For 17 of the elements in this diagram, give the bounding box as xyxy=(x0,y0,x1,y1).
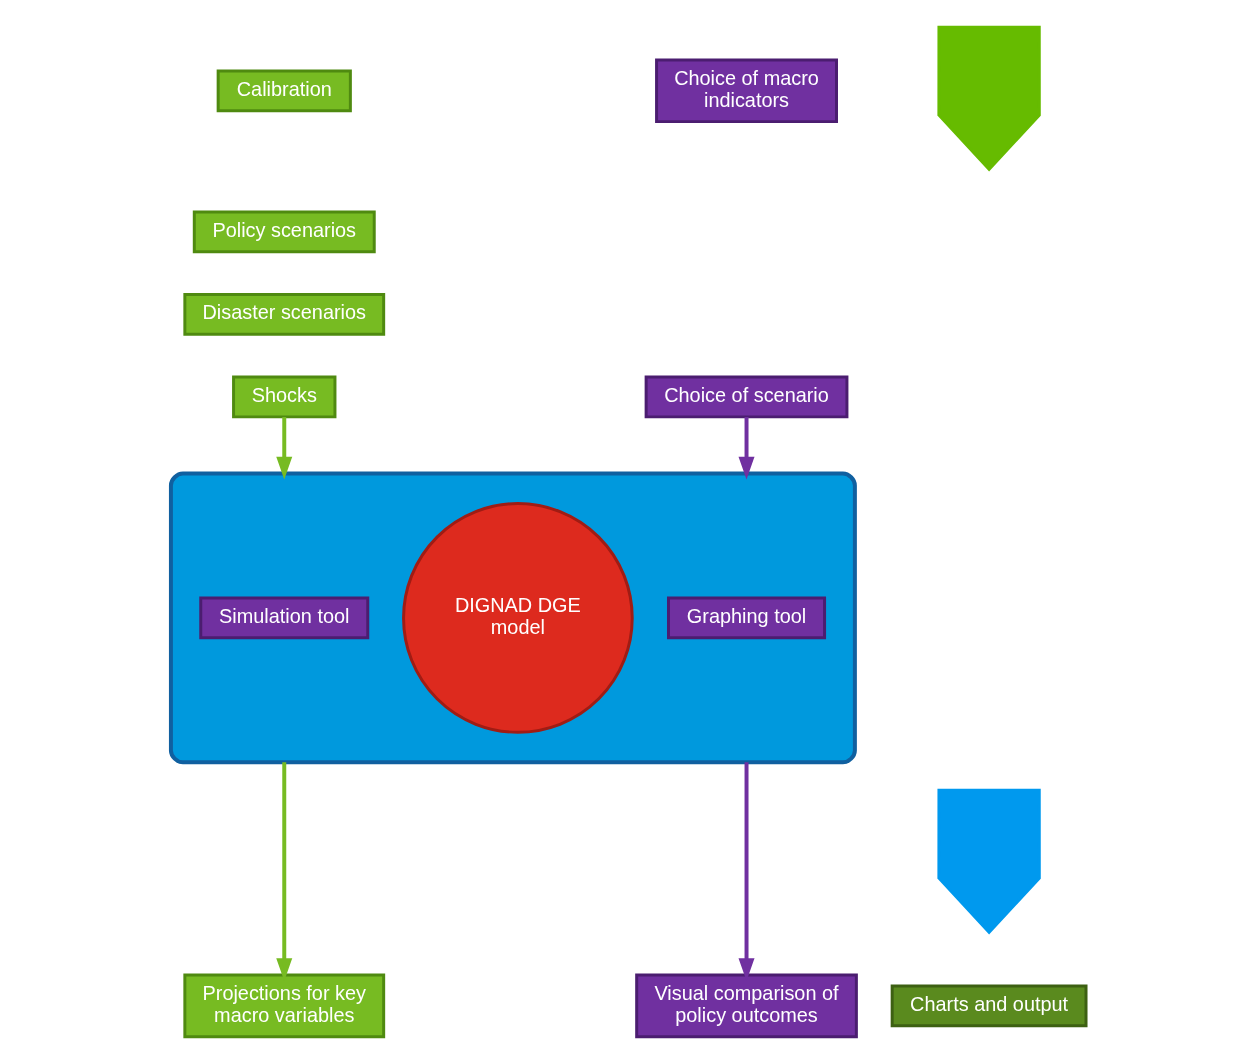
node-box: Shocks xyxy=(232,375,337,419)
node-circle: DIGNAD DGE model xyxy=(402,502,634,734)
node-box: Choice of macro indicators xyxy=(655,58,838,124)
node-box: Graphing tool xyxy=(667,596,827,640)
arrow xyxy=(738,417,755,480)
node-arrow xyxy=(937,788,1041,935)
node-box: Policy scenarios xyxy=(192,210,376,254)
node-box: Charts and output xyxy=(890,984,1088,1028)
node-box: Simulation tool xyxy=(199,596,370,640)
node-box: Projections for key macro variables xyxy=(183,973,386,1039)
node-arrow xyxy=(937,25,1041,172)
node-box: Visual comparison of policy outcomes xyxy=(635,973,858,1039)
cluster xyxy=(168,471,857,765)
node-box: Choice of scenario xyxy=(644,375,849,419)
node-box: Disaster scenarios xyxy=(183,293,386,336)
arrow xyxy=(276,417,293,480)
node-box: Calibration xyxy=(216,69,352,113)
